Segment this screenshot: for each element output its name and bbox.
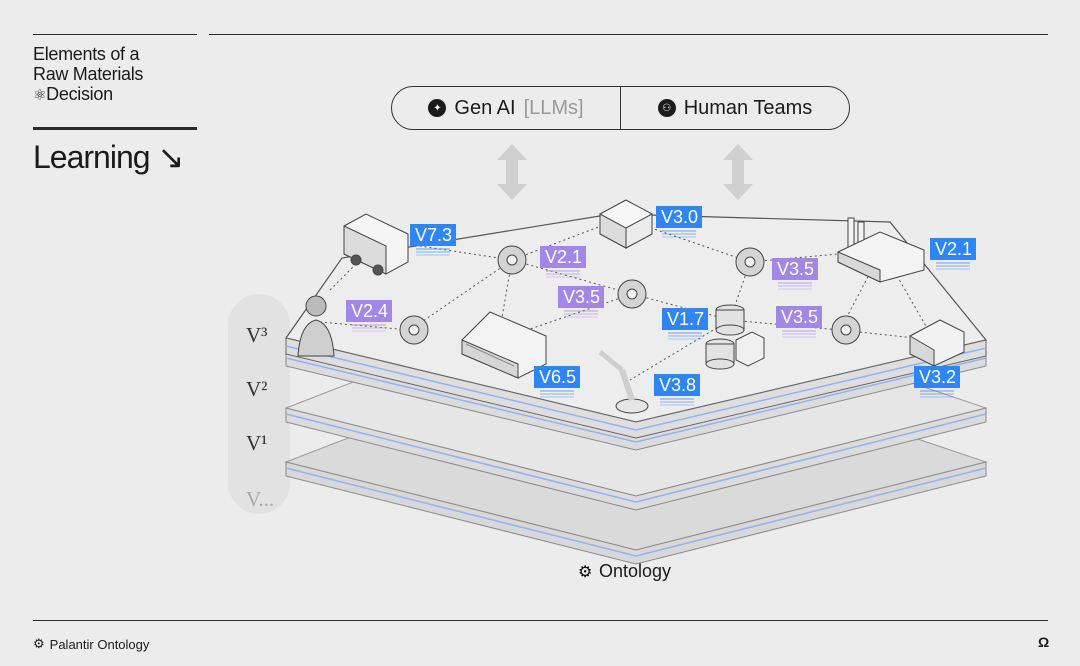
- version-tag-label: V3.8: [659, 375, 696, 395]
- version-tag-box: [540, 246, 586, 268]
- person-icon: [297, 295, 335, 357]
- double-arrow-right: [723, 144, 753, 200]
- footer-brand: ⚙ Palantir Ontology: [33, 636, 149, 652]
- truck-icon: [343, 213, 409, 276]
- ontology-icon: ⚙: [578, 564, 592, 581]
- double-arrow-left: [497, 144, 527, 200]
- warehouse-icon: [461, 311, 547, 379]
- factory-icon: [837, 217, 925, 283]
- version-tag: V1.7: [662, 308, 708, 340]
- version-tag-label: V2.1: [935, 239, 972, 259]
- version-tag-label: V3.5: [781, 307, 818, 327]
- version-tag: V2.1: [930, 238, 976, 270]
- version-tag: V3.5: [558, 286, 604, 318]
- title-line-2: Raw Materials: [33, 64, 144, 84]
- version-tag-label: V3.5: [777, 259, 814, 279]
- human-teams-label: Human Teams: [683, 96, 813, 119]
- version-tag-label: V3.2: [919, 367, 956, 387]
- top-right-rule: [209, 34, 1048, 35]
- footer-brand-label: Palantir Ontology: [49, 636, 150, 652]
- version-tag-label: V3.5: [563, 287, 600, 307]
- version-tag: V7.3: [410, 224, 456, 256]
- title-line-3-wrap: ⚛Decision: [33, 84, 143, 106]
- atom-icon: ⚛: [33, 87, 47, 104]
- version-tag-box: [914, 366, 960, 388]
- agents-pill: ✦ Gen AI [LLMs] ⚇ Human Teams: [391, 86, 850, 130]
- database-icon: [705, 304, 765, 370]
- layer-label-v1: V¹: [246, 431, 267, 455]
- version-tag-box: [346, 300, 392, 322]
- ontology-caption: ⚙ Ontology: [578, 561, 671, 581]
- version-tag: V6.5: [534, 366, 580, 398]
- box-icon: [599, 199, 653, 249]
- layer-label-v2: V²: [246, 377, 267, 401]
- version-tag-box: [662, 308, 708, 330]
- version-tag-box: [410, 224, 456, 246]
- version-tag-label: V2.4: [351, 301, 388, 321]
- version-tag-box: [558, 286, 604, 308]
- version-tag-box: [772, 258, 818, 280]
- palantir-logo-icon: Ω: [1038, 634, 1050, 650]
- layer-label-vdots: V...: [246, 487, 274, 511]
- version-tag: V3.8: [654, 374, 700, 406]
- gear-icons: [399, 245, 861, 345]
- title-line-1: Elements of a: [33, 44, 140, 64]
- layer-label-v3: V³: [246, 323, 267, 347]
- title-line-3: Decision: [46, 84, 113, 104]
- version-tag-label: V1.7: [667, 309, 704, 329]
- gen-ai-label: Gen AI: [454, 96, 516, 119]
- version-tag-box: [654, 374, 700, 396]
- ontology-logo-icon: ⚙: [33, 636, 45, 651]
- version-tag-label: V3.0: [661, 207, 698, 227]
- layer-label-backdrop: [228, 294, 290, 514]
- gen-ai-segment[interactable]: ✦ Gen AI [LLMs]: [392, 87, 620, 129]
- gen-ai-suffix: [LLMs]: [523, 96, 584, 119]
- version-tag-box: [656, 206, 702, 228]
- sparkle-icon: ✦: [428, 99, 447, 117]
- people-icon: ⚇: [657, 99, 676, 117]
- version-tag: V3.5: [776, 306, 822, 338]
- ontology-label: Ontology: [599, 561, 671, 581]
- section-heading: Learning ↘: [33, 139, 184, 175]
- version-tag: V2.4: [346, 300, 392, 332]
- version-tag-label: V7.3: [415, 225, 452, 245]
- version-tag: V3.2: [914, 366, 960, 398]
- sidebar-title: Elements of a Raw Materials ⚛Decision: [33, 44, 143, 106]
- robot-arm-icon: [598, 350, 649, 414]
- version-tag-box: [776, 306, 822, 328]
- version-tag-box: [930, 238, 976, 260]
- version-tag-label: V2.1: [545, 247, 582, 267]
- human-teams-segment[interactable]: ⚇ Human Teams: [620, 87, 849, 129]
- section-rule: [33, 127, 197, 130]
- top-left-rule: [33, 34, 197, 35]
- footer-rule: [33, 620, 1048, 621]
- version-tag: V2.1: [540, 246, 586, 278]
- version-tag-label: V6.5: [539, 367, 576, 387]
- version-tag: V3.0: [656, 206, 702, 238]
- version-tag: V3.5: [772, 258, 818, 290]
- version-tag-box: [534, 366, 580, 388]
